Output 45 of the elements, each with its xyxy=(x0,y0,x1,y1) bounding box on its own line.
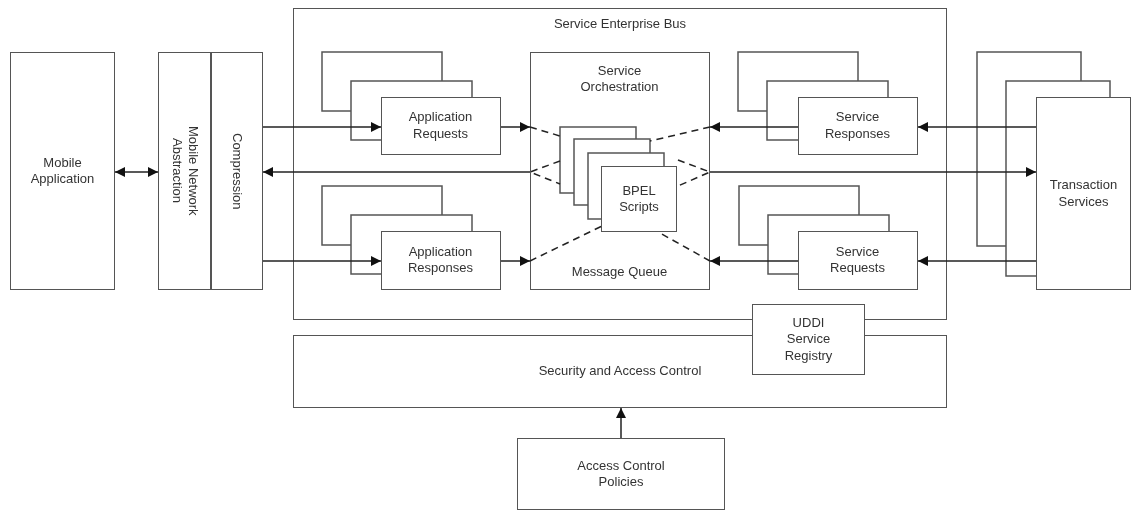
box-label: Service Requests xyxy=(829,243,886,277)
arrow xyxy=(709,122,799,132)
box-label: Application Responses xyxy=(406,243,474,277)
request-card xyxy=(797,230,918,290)
network-layer-box xyxy=(158,52,211,290)
application-box xyxy=(10,52,115,290)
box-label: Security and Access Control xyxy=(538,363,702,380)
box-label: Service Orchestration xyxy=(579,62,660,95)
dashed-link xyxy=(529,126,561,137)
script-card xyxy=(601,166,677,232)
box-label: Service Responses xyxy=(823,109,891,142)
compression-layer-box xyxy=(211,52,263,290)
box-label: Service Enterprise Bus xyxy=(553,16,687,33)
arrow xyxy=(616,407,626,439)
dashed-link xyxy=(529,225,603,262)
dashed-link xyxy=(659,232,711,262)
arrow xyxy=(917,122,1037,132)
response-card xyxy=(380,230,501,290)
box-label: BPEL Scripts xyxy=(618,182,660,216)
registry-box xyxy=(752,304,865,375)
box-label: Application Requests xyxy=(407,109,474,142)
arrow xyxy=(709,256,799,266)
arrow xyxy=(262,122,382,132)
response-card xyxy=(797,96,918,155)
box-label: Mobile Application xyxy=(29,154,96,188)
service-card xyxy=(1036,97,1131,290)
layer-label: Mobile Network Abstraction xyxy=(168,125,201,218)
policy-box xyxy=(517,438,725,510)
arrow xyxy=(262,256,382,266)
arrow xyxy=(262,167,531,177)
box-label: Access Control Policies xyxy=(576,457,666,491)
dashed-link xyxy=(649,126,711,142)
arrow xyxy=(500,256,531,266)
arrow xyxy=(917,256,1037,266)
request-card xyxy=(380,96,501,155)
arrow xyxy=(114,167,159,177)
box-label: UDDI Service Registry xyxy=(783,315,834,364)
layer-label: Compression xyxy=(229,132,246,210)
arrow xyxy=(709,167,1037,177)
box-label: Transaction Services xyxy=(1048,177,1119,210)
box-label: Message Queue xyxy=(571,264,668,281)
bus-container xyxy=(293,8,947,320)
orchestration-box xyxy=(529,51,710,290)
security-band xyxy=(293,335,947,408)
arrow xyxy=(500,122,531,132)
